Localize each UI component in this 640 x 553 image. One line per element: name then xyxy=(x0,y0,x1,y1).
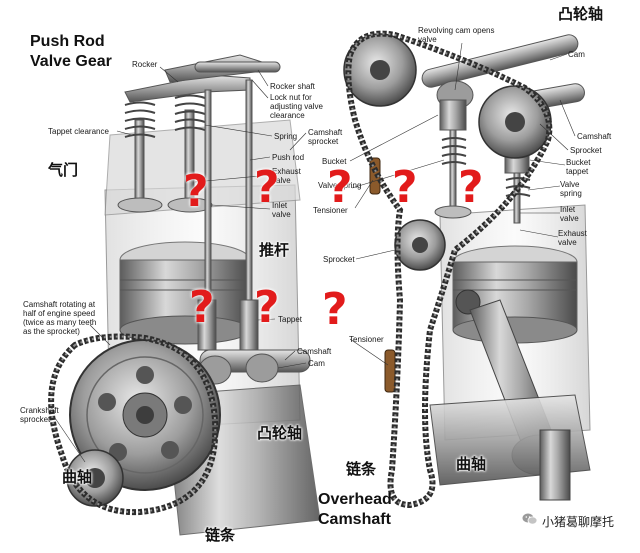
right-engine xyxy=(343,30,591,509)
label-inlet-valve: Inlet valve xyxy=(272,201,291,219)
label-inlet-valve-right: Inlet valve xyxy=(560,205,579,223)
label-tensioner: Tensioner xyxy=(349,335,384,344)
label-valve-spring-right: Valve spring xyxy=(560,180,582,198)
question-mark: ? xyxy=(254,282,280,333)
question-mark: ? xyxy=(392,162,418,213)
label-crankshaft-sprocket: Crankshaft sprocket xyxy=(20,406,59,424)
label-revolving-cam: Revolving cam opens valve xyxy=(418,26,495,44)
label-camshaft-rotating: Camshaft rotating at half of engine spee… xyxy=(23,300,97,336)
label-push-rod: Push rod xyxy=(272,153,305,162)
label-exhaust-valve-right: Exhaust valve xyxy=(558,229,587,247)
leader-lines xyxy=(54,42,576,463)
label-lock-nut: Lock nut for adjusting valve clearance xyxy=(270,93,323,120)
label-tensioner-top: Tensioner xyxy=(313,206,348,215)
watermark: 小猪葛聊摩托 xyxy=(522,512,614,531)
label-camshaft-right: Camshaft xyxy=(577,132,612,141)
label-bucket: Bucket xyxy=(322,157,347,166)
label-valve-spring-center: Valve spring xyxy=(318,181,362,190)
watermark-text: 小猪葛聊摩托 xyxy=(542,515,615,529)
label-rocker: Rocker xyxy=(132,60,158,69)
cn-label-push-rod: 推杆 xyxy=(259,241,290,259)
cn-label-chain-right: 链条 xyxy=(346,460,377,478)
question-mark: ? xyxy=(254,162,280,213)
label-sprocket: Sprocket xyxy=(323,255,355,264)
cn-label-crankshaft-right: 曲轴 xyxy=(456,455,487,473)
left-engine xyxy=(48,54,321,536)
question-mark: ? xyxy=(458,162,484,213)
question-mark: ? xyxy=(322,284,348,335)
cn-label-chain-left: 链条 xyxy=(205,526,236,544)
cn-label-valve: 气门 xyxy=(48,161,79,179)
label-tappet-clearance: Tappet clearance xyxy=(48,127,109,136)
label-camshaft-sprocket: Camshaft sprocket xyxy=(308,128,343,146)
title-overhead: Overhead xyxy=(318,491,392,508)
label-exhaust-valve: Exhaust valve xyxy=(272,167,301,185)
label-cam-right: Cam xyxy=(568,50,585,59)
cn-label-camshaft-right: 凸轮轴 xyxy=(558,5,604,23)
cn-label-camshaft-left: 凸轮轴 xyxy=(257,424,303,442)
label-sprocket-top: Sprocket xyxy=(570,146,602,155)
title-valve-gear: Valve Gear xyxy=(30,53,112,70)
label-camshaft: Camshaft xyxy=(297,347,332,356)
question-mark: ? xyxy=(183,166,209,217)
title-push-rod: Push Rod xyxy=(30,33,105,50)
label-cam: Cam xyxy=(308,359,325,368)
label-spring: Spring xyxy=(274,132,298,141)
question-mark: ? xyxy=(189,282,215,333)
question-mark: ? xyxy=(327,162,353,213)
label-rocker-shaft: Rocker shaft xyxy=(270,82,315,91)
label-tappet: Tappet xyxy=(278,315,303,324)
label-bucket-tappet: Bucket tappet xyxy=(566,158,591,176)
title-camshaft: Camshaft xyxy=(318,511,391,528)
cn-label-crankshaft-left: 曲轴 xyxy=(62,468,93,486)
wechat-icon xyxy=(522,512,538,531)
